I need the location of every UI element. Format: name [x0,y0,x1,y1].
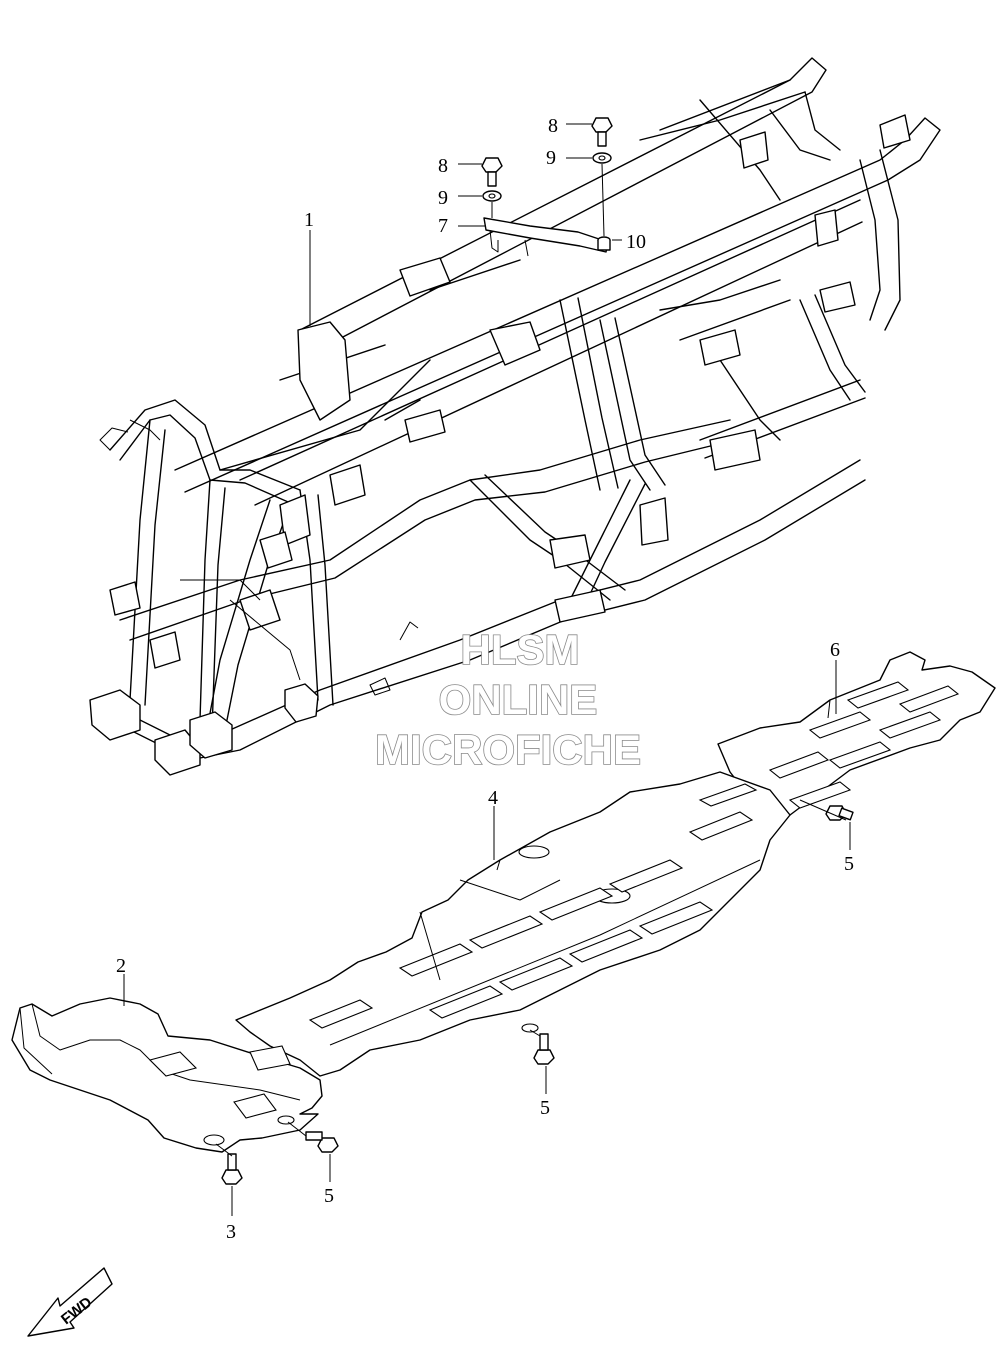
callout-8-lower[interactable]: 8 [438,155,448,177]
rear-skid-plate[interactable] [717,651,996,816]
washer-icon[interactable] [482,190,502,202]
bolt-icon[interactable] [221,1153,243,1185]
collar-icon[interactable] [597,236,611,251]
frame-strap[interactable] [483,217,609,257]
watermark-line1: HLSM [461,626,580,673]
callouts: 1 2 3 4 5 5 5 6 7 8 8 9 9 10 [116,115,854,1243]
washer-icon[interactable] [592,152,612,164]
callout-10[interactable]: 10 [626,231,646,253]
callout-1[interactable]: 1 [304,209,314,231]
callout-4[interactable]: 4 [488,787,498,809]
bolt-icon[interactable] [305,1131,339,1153]
callout-6[interactable]: 6 [830,639,840,661]
watermark-line2: ONLINE [439,676,598,723]
leader-lines [123,123,851,1216]
fwd-arrow-icon: FWD [27,1267,113,1337]
bolt-icon[interactable] [825,805,854,821]
frame-assembly[interactable] [89,57,941,776]
callout-5-front[interactable]: 5 [324,1185,334,1207]
callout-2[interactable]: 2 [116,955,126,977]
callout-9-upper[interactable]: 9 [546,147,556,169]
callout-5-right[interactable]: 5 [844,853,854,875]
bolt-icon[interactable] [533,1033,555,1065]
front-skid-plate[interactable] [11,997,323,1153]
callout-3[interactable]: 3 [226,1221,236,1243]
callout-8-upper[interactable]: 8 [548,115,558,137]
bolt-icon[interactable] [591,117,613,147]
callout-9-lower[interactable]: 9 [438,187,448,209]
bolt-icon[interactable] [481,157,503,187]
callout-5-middle[interactable]: 5 [540,1097,550,1119]
watermark: HLSM ONLINE MICROFICHE [374,625,642,774]
middle-skid-plate[interactable] [235,771,791,1077]
watermark-line3: MICROFICHE [375,726,641,773]
callout-7[interactable]: 7 [438,215,448,237]
